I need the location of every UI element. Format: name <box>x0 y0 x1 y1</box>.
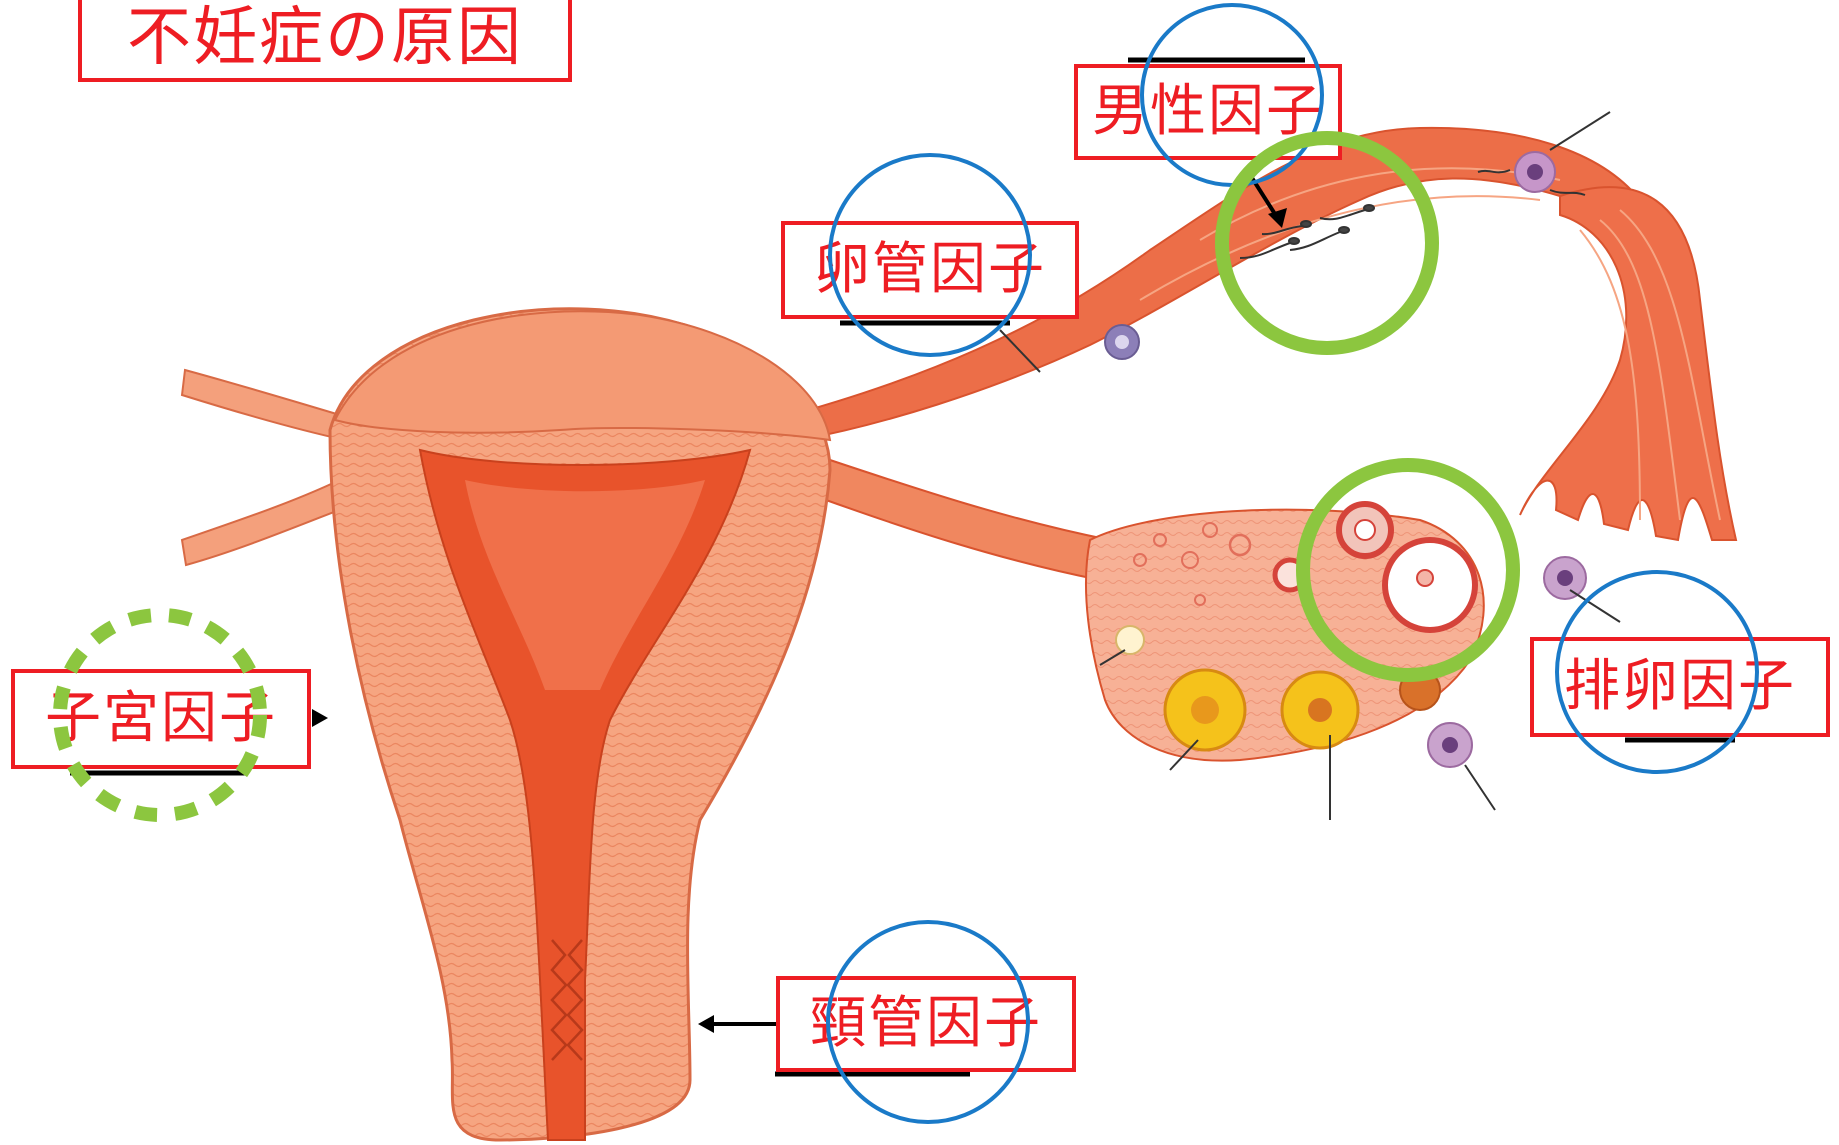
tubal-factor-label: 卵管因子 <box>781 221 1079 319</box>
left-ligament <box>182 475 352 565</box>
left-fallopian-tube <box>182 370 345 440</box>
male-factor-label: 男性因子 <box>1074 64 1342 160</box>
ovulation-factor-label: 排卵因子 <box>1530 637 1830 737</box>
label-underlines <box>70 60 1735 1074</box>
fimbriae <box>1520 187 1736 540</box>
ovum-in-tube <box>1105 325 1139 359</box>
cervical-factor-label: 頸管因子 <box>776 976 1076 1072</box>
cervical-factor-arrowhead <box>698 1015 714 1033</box>
ovum-fimbriae <box>1515 152 1555 192</box>
page-title: 不妊症の原因 <box>78 0 572 82</box>
uterine-factor-arrowhead <box>312 709 328 727</box>
uterine-fundus <box>335 311 830 440</box>
uterine-factor-label: 子宮因子 <box>11 669 311 769</box>
right-ovarian-ligament <box>826 460 1110 580</box>
